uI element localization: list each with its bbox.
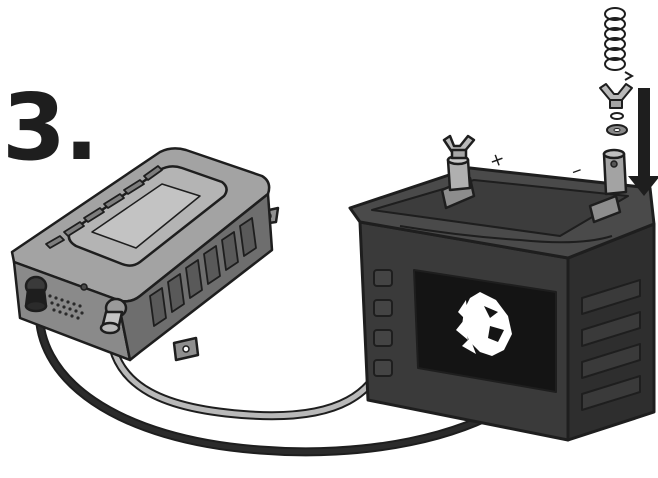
charger-negative-terminal: [26, 277, 46, 311]
washer-icon: [607, 113, 627, 135]
battery-positive-terminal: [442, 136, 474, 208]
wing-nut-icon: [444, 136, 474, 158]
status-led: [81, 284, 87, 290]
down-arrow-icon: [628, 88, 658, 196]
spring-washer-icon: [605, 8, 632, 80]
charger-device: [12, 148, 278, 360]
exploded-wing-nut-icon: [600, 84, 632, 108]
